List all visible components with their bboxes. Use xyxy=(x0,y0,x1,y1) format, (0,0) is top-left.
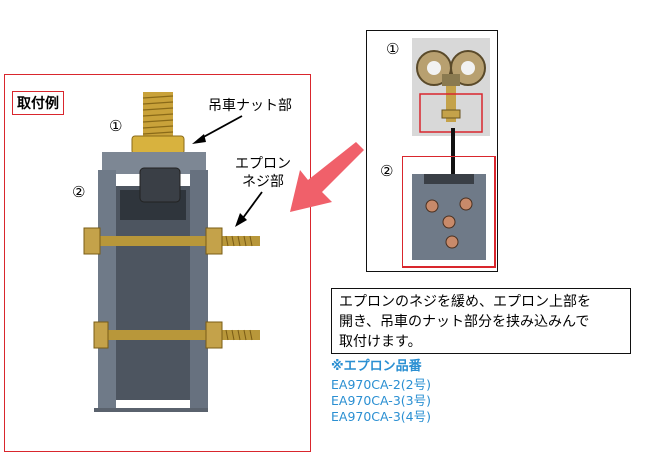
callout-hanger-nut: 吊車ナット部 xyxy=(208,98,292,114)
arrow-icon xyxy=(235,191,263,227)
marker-1: ① xyxy=(109,117,123,135)
bracket-left-wall xyxy=(98,170,116,408)
note-line-2: 開き、吊車のナット部分を挟み込みんで xyxy=(339,314,590,330)
hanger-roller-illustration xyxy=(412,38,490,136)
upper-bolt xyxy=(92,236,260,246)
product-list: ※エプロン品番 EA970CA-2(2号) EA970CA-3(3号) EA97… xyxy=(331,359,431,425)
hanger-nut xyxy=(131,135,185,155)
pointing-arrow-icon xyxy=(290,142,364,212)
apron-bracket-illustration xyxy=(83,92,260,412)
reference-marker-2: ② xyxy=(380,162,394,180)
arrow-icon xyxy=(192,115,243,144)
apron-illustration xyxy=(402,156,496,268)
installation-example-label: 取付例 xyxy=(12,91,64,115)
callout-screw-line1: エプロン xyxy=(235,156,291,172)
product-list-title: ※エプロン品番 xyxy=(331,359,422,374)
hanger-clamp xyxy=(139,167,181,203)
note-line-1: エプロンのネジを緩め、エプロン上部を xyxy=(339,294,591,310)
marker-2: ② xyxy=(72,183,86,201)
bracket-top-lip xyxy=(102,152,206,174)
callout-screw-line2: ネジ部 xyxy=(242,174,284,190)
bracket-inner xyxy=(116,186,190,400)
product-item: EA970CA-3(3号) xyxy=(331,393,431,408)
note-line-3: 取付けます。 xyxy=(339,334,422,350)
lower-bolt xyxy=(102,330,260,340)
installation-example-frame xyxy=(4,74,311,452)
bracket-right-wall xyxy=(190,170,208,408)
product-item: EA970CA-2(2号) xyxy=(331,377,431,392)
instruction-note: エプロンのネジを緩め、エプロン上部を 開き、吊車のナット部分を挟み込みんで 取付… xyxy=(331,288,631,354)
product-item: EA970CA-3(4号) xyxy=(331,409,431,424)
connector-line xyxy=(451,128,455,188)
apron-highlight-box xyxy=(402,156,496,268)
reference-marker-1: ① xyxy=(386,40,400,58)
